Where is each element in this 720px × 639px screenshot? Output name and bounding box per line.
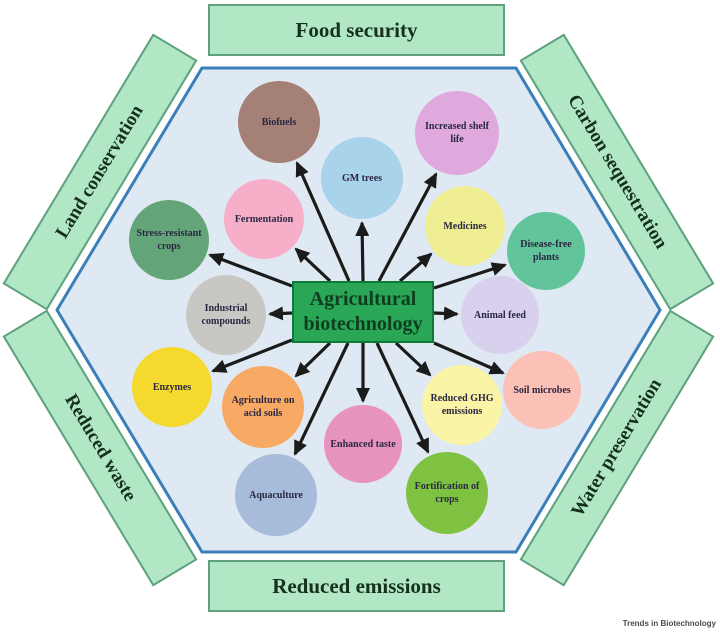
bar-label: Reduced emissions: [272, 573, 441, 598]
arrow-to-stress-resistant-crops: [208, 253, 293, 288]
node-label: Stress-resistant crops: [136, 228, 202, 252]
arrow-to-fortification-of-crops: [375, 342, 430, 454]
arrow-to-medicines: [398, 252, 433, 283]
arrow-to-enzymes: [211, 338, 293, 373]
node-soil-microbes: Soil microbes: [503, 351, 581, 429]
bar-food-security: Food security: [208, 4, 505, 56]
arrow-to-gm-trees: [355, 221, 370, 282]
node-label: Agriculture on acid soils: [231, 395, 295, 419]
node-label: Soil microbes: [513, 384, 571, 396]
node-fermentation: Fermentation: [224, 179, 304, 259]
node-label: Disease-free plants: [520, 239, 572, 263]
node-disease-free-plants: Disease-free plants: [507, 212, 585, 290]
node-aquaculture: Aquaculture: [235, 454, 317, 536]
node-label: Enhanced taste: [330, 438, 396, 450]
arrow-to-soil-microbes: [433, 341, 505, 375]
radial-arrows: [208, 161, 507, 456]
node-gm-trees: GM trees: [321, 137, 403, 219]
arrow-to-increased-shelf-life: [377, 172, 438, 282]
node-label: Biofuels: [261, 116, 297, 128]
node-stress-resistant-crops: Stress-resistant crops: [129, 200, 209, 280]
center-topic-box: Agricultural biotechnology: [292, 281, 434, 343]
node-label: Animal feed: [474, 309, 526, 321]
node-label: GM trees: [341, 172, 383, 184]
node-animal-feed: Animal feed: [461, 276, 539, 354]
bar-label: Food security: [295, 17, 418, 42]
arrow-to-biofuels: [295, 161, 351, 282]
node-reduced-ghg-emissions: Reduced GHG emissions: [422, 365, 502, 445]
node-fortification-of-crops: Fortification of crops: [406, 452, 488, 534]
node-enhanced-taste: Enhanced taste: [324, 405, 402, 483]
node-biofuels: Biofuels: [238, 81, 320, 163]
node-label: Medicines: [443, 220, 487, 232]
journal-credit: Trends in Biotechnology: [622, 619, 716, 628]
center-topic-label: Agricultural biotechnology: [303, 288, 423, 335]
arrow-to-fermentation: [294, 247, 332, 283]
node-label: Enzymes: [152, 381, 192, 393]
node-label: Fortification of crops: [414, 481, 480, 505]
node-agriculture-acid-soils: Agriculture on acid soils: [222, 366, 304, 448]
arrow-to-animal-feed: [433, 306, 459, 321]
arrow-to-reduced-ghg-emissions: [394, 341, 432, 377]
node-enzymes: Enzymes: [132, 347, 212, 427]
node-label: Aquaculture: [249, 489, 303, 501]
arrow-to-aquaculture: [293, 342, 350, 456]
node-label: Fermentation: [234, 213, 294, 225]
node-medicines: Medicines: [425, 186, 505, 266]
node-label: Industrial compounds: [201, 303, 251, 327]
node-industrial-compounds: Industrial compounds: [186, 275, 266, 355]
arrow-to-industrial-compounds: [268, 306, 293, 321]
node-label: Increased shelf life: [425, 121, 489, 145]
arrow-to-disease-free-plants: [433, 262, 507, 290]
node-increased-shelf-life: Increased shelf life: [415, 91, 499, 175]
node-label: Reduced GHG emissions: [430, 393, 494, 417]
bar-reduced-emissions: Reduced emissions: [208, 560, 505, 612]
arrow-to-agriculture-acid-soils: [294, 341, 332, 378]
